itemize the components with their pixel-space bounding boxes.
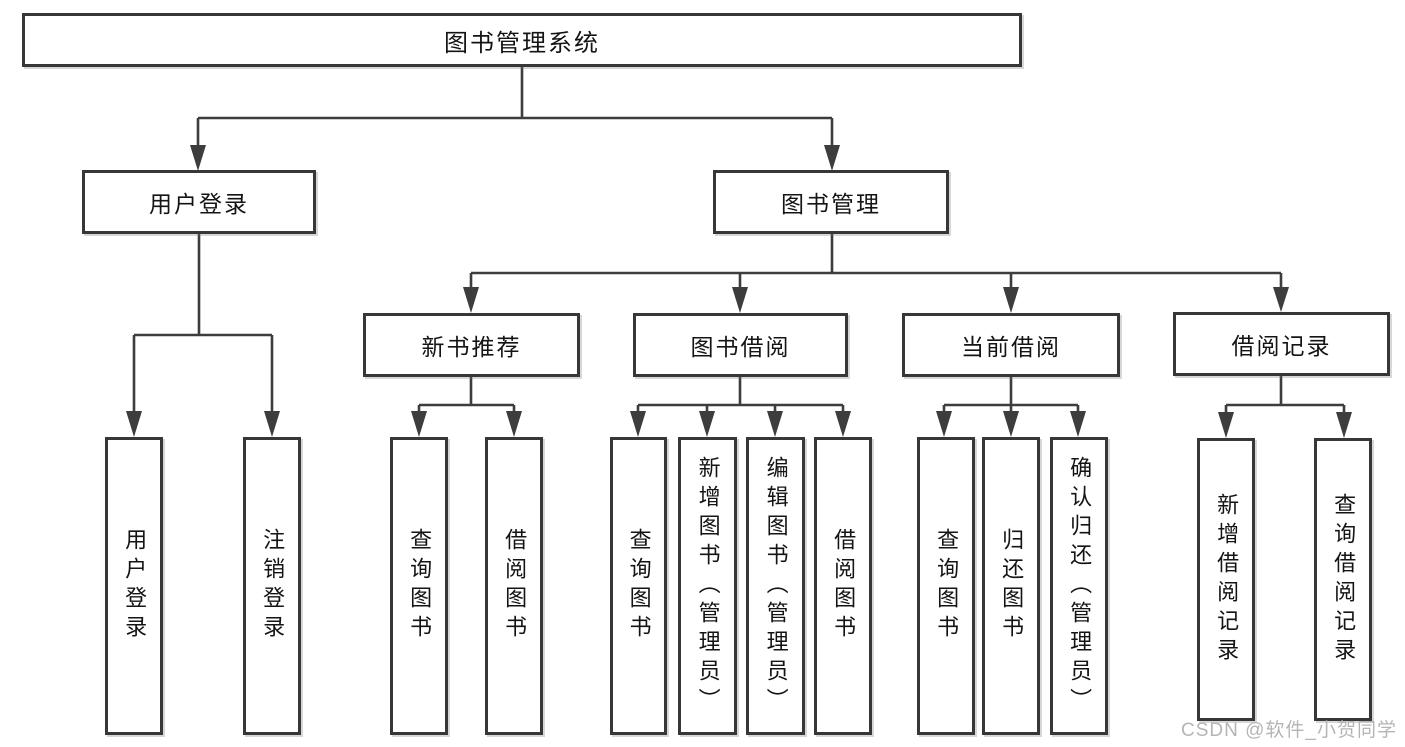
leaf-borrowing-edit-books-admin-label: 编辑图书（管理员） — [763, 455, 789, 717]
node-current-borrowing-label: 当前借阅 — [961, 334, 1061, 360]
connector-root-to-modules — [190, 67, 840, 171]
leaf-borrowing-borrow-books: 借阅图书 — [814, 437, 872, 735]
node-new-book-recommend: 新书推荐 — [363, 313, 580, 377]
node-book-management: 图书管理 — [713, 170, 949, 234]
node-borrowing-records-label: 借阅记录 — [1231, 333, 1332, 359]
node-book-management-label: 图书管理 — [781, 191, 881, 217]
node-user-login: 用户登录 — [82, 170, 316, 234]
connector-book-management-to-submodules — [463, 233, 1289, 313]
leaf-logout-login: 注销登录 — [243, 437, 301, 735]
leaf-borrowing-query-books-label: 查询图书 — [626, 528, 652, 644]
csdn-watermark: CSDN @软件_小贺同学 — [1181, 720, 1397, 741]
node-book-borrowing-label: 图书借阅 — [690, 334, 791, 360]
node-user-login-label: 用户登录 — [149, 191, 249, 217]
leaf-current-confirm-return-admin-label: 确认归还（管理员） — [1067, 455, 1093, 717]
connector-user-login-to-leaves — [126, 233, 280, 437]
node-borrowing-records: 借阅记录 — [1173, 312, 1390, 376]
leaf-user-login: 用户登录 — [105, 437, 163, 735]
leaf-borrowing-borrow-books-label: 借阅图书 — [831, 528, 857, 644]
leaf-current-confirm-return-admin: 确认归还（管理员） — [1050, 437, 1108, 735]
leaf-borrowing-add-books-admin: 新增图书（管理员） — [678, 437, 737, 735]
node-root-system-label: 图书管理系统 — [444, 29, 600, 57]
leaf-records-query-record: 查询借阅记录 — [1314, 438, 1372, 721]
leaf-records-add-record-label: 新增借阅记录 — [1214, 492, 1240, 667]
node-new-book-recommend-label: 新书推荐 — [421, 334, 522, 360]
leaf-borrowing-add-books-admin-label: 新增图书（管理员） — [695, 455, 721, 717]
leaf-current-return-books: 归还图书 — [982, 437, 1040, 735]
node-root-system: 图书管理系统 — [22, 13, 1022, 67]
leaf-borrowing-query-books: 查询图书 — [610, 437, 667, 735]
leaf-records-query-record-label: 查询借阅记录 — [1331, 492, 1357, 667]
leaf-recommend-borrow-books-label: 借阅图书 — [502, 528, 528, 644]
leaf-recommend-query-books: 查询图书 — [390, 437, 448, 735]
leaf-recommend-borrow-books: 借阅图书 — [485, 437, 543, 735]
leaf-current-return-books-label: 归还图书 — [999, 528, 1025, 644]
leaf-records-add-record: 新增借阅记录 — [1197, 438, 1255, 721]
leaf-logout-login-label: 注销登录 — [260, 528, 286, 644]
leaf-user-login-label: 用户登录 — [122, 528, 148, 644]
connector-book-borrowing-to-leaves — [630, 376, 851, 437]
leaf-recommend-query-books-label: 查询图书 — [407, 528, 433, 644]
connector-current-borrowing-to-leaves — [936, 376, 1086, 437]
connector-new-book-recommend-to-leaves — [411, 376, 522, 437]
leaf-current-query-books-label: 查询图书 — [934, 528, 960, 644]
node-book-borrowing: 图书借阅 — [633, 313, 848, 377]
leaf-borrowing-edit-books-admin: 编辑图书（管理员） — [746, 437, 805, 735]
leaf-current-query-books: 查询图书 — [917, 437, 975, 735]
node-current-borrowing: 当前借阅 — [902, 313, 1120, 377]
connector-borrowing-records-to-leaves — [1218, 375, 1352, 438]
